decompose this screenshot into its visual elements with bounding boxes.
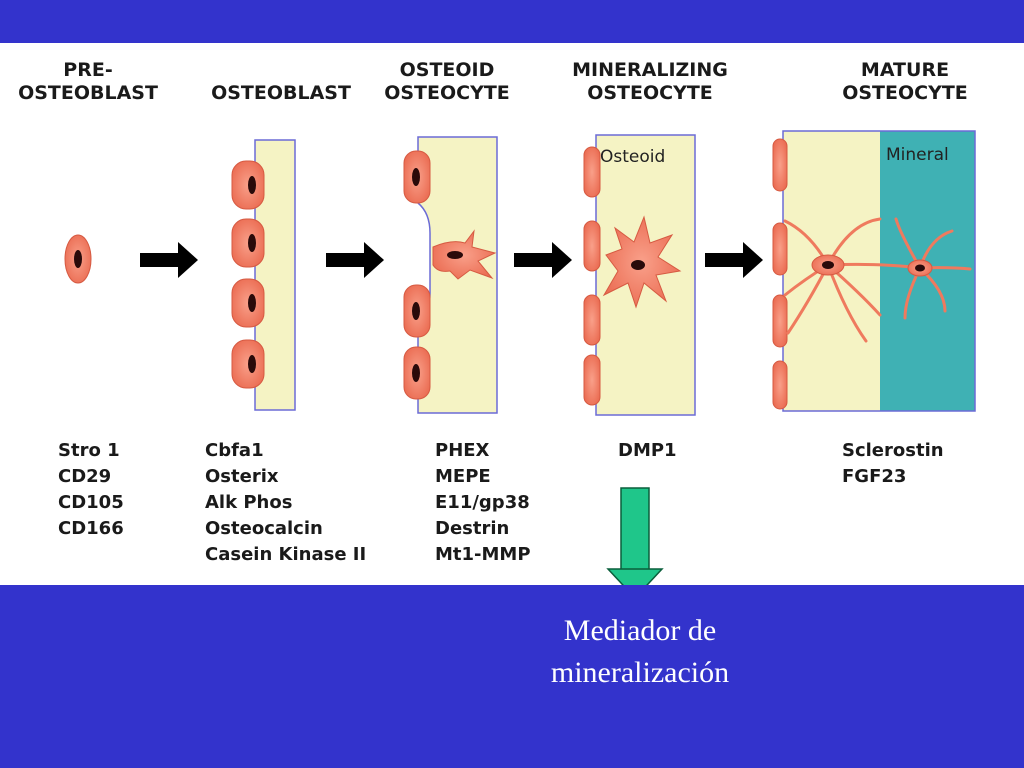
marker: PHEX	[435, 440, 490, 461]
stage-title-mature-osteocyte: MATURE OSTEOCYTE	[842, 59, 968, 104]
markers-osteoblast: Cbfa1 Osterix Alk Phos Osteocalcin Casei…	[205, 438, 366, 568]
mineral-label: Mineral	[886, 145, 949, 165]
marker: DMP1	[618, 440, 677, 461]
stage-title-osteoblast: OSTEOBLAST	[211, 82, 351, 104]
arrow-3	[514, 242, 572, 278]
marker: CD166	[58, 518, 124, 539]
marker: Sclerostin	[842, 440, 944, 461]
highlight-arrow	[606, 487, 664, 585]
stage-title-mineralizing-osteocyte: MINERALIZING OSTEOCYTE	[572, 59, 728, 104]
markers-mature-osteocyte: Sclerostin FGF23	[842, 438, 944, 490]
marker: Osteocalcin	[205, 518, 323, 539]
arrow-4	[705, 242, 763, 278]
marker: Destrin	[435, 518, 510, 539]
osteoid-osteocyte-panel	[403, 136, 498, 414]
osteoid-label: Osteoid	[600, 147, 665, 167]
markers-mineralizing-osteocyte: DMP1	[618, 438, 677, 464]
mature-osteocyte-panel: Mineral	[772, 130, 976, 412]
marker: CD105	[58, 492, 124, 513]
marker: Osterix	[205, 466, 279, 487]
marker: Mt1-MMP	[435, 544, 531, 565]
osteoblast-panel	[231, 139, 296, 411]
marker: Alk Phos	[205, 492, 293, 513]
arrow-2	[326, 242, 384, 278]
marker: CD29	[58, 466, 112, 487]
osteocyte-differentiation-figure: Osteoid Mineral	[64, 130, 976, 585]
stage-title-pre-osteoblast: PRE- OSTEOBLAST	[18, 59, 158, 104]
markers-osteoid-osteocyte: PHEX MEPE E11/gp38 Destrin Mt1-MMP	[435, 438, 531, 568]
diagram-panel: PRE- OSTEOBLAST OSTEOBLAST OSTEOID OSTEO…	[0, 43, 1024, 585]
caption-line-2: mineralización	[550, 656, 730, 689]
marker: Cbfa1	[205, 440, 264, 461]
markers-pre-osteoblast: Stro 1 CD29 CD105 CD166	[58, 438, 124, 542]
marker: Casein Kinase II	[205, 544, 367, 565]
mineralization-mediator-caption: Mediador de mineralización	[500, 610, 780, 694]
marker: MEPE	[435, 466, 491, 487]
stage-title-osteoid-osteocyte: OSTEOID OSTEOCYTE	[384, 59, 510, 104]
marker: Stro 1	[58, 440, 120, 461]
caption-line-1: Mediador de	[563, 614, 717, 647]
marker: FGF23	[842, 466, 907, 487]
pre-osteoblast-cell	[64, 234, 92, 284]
marker: E11/gp38	[435, 492, 530, 513]
stage-arrows	[140, 242, 763, 278]
arrow-1	[140, 242, 198, 278]
mineralizing-osteocyte-panel: Osteoid	[583, 134, 696, 416]
